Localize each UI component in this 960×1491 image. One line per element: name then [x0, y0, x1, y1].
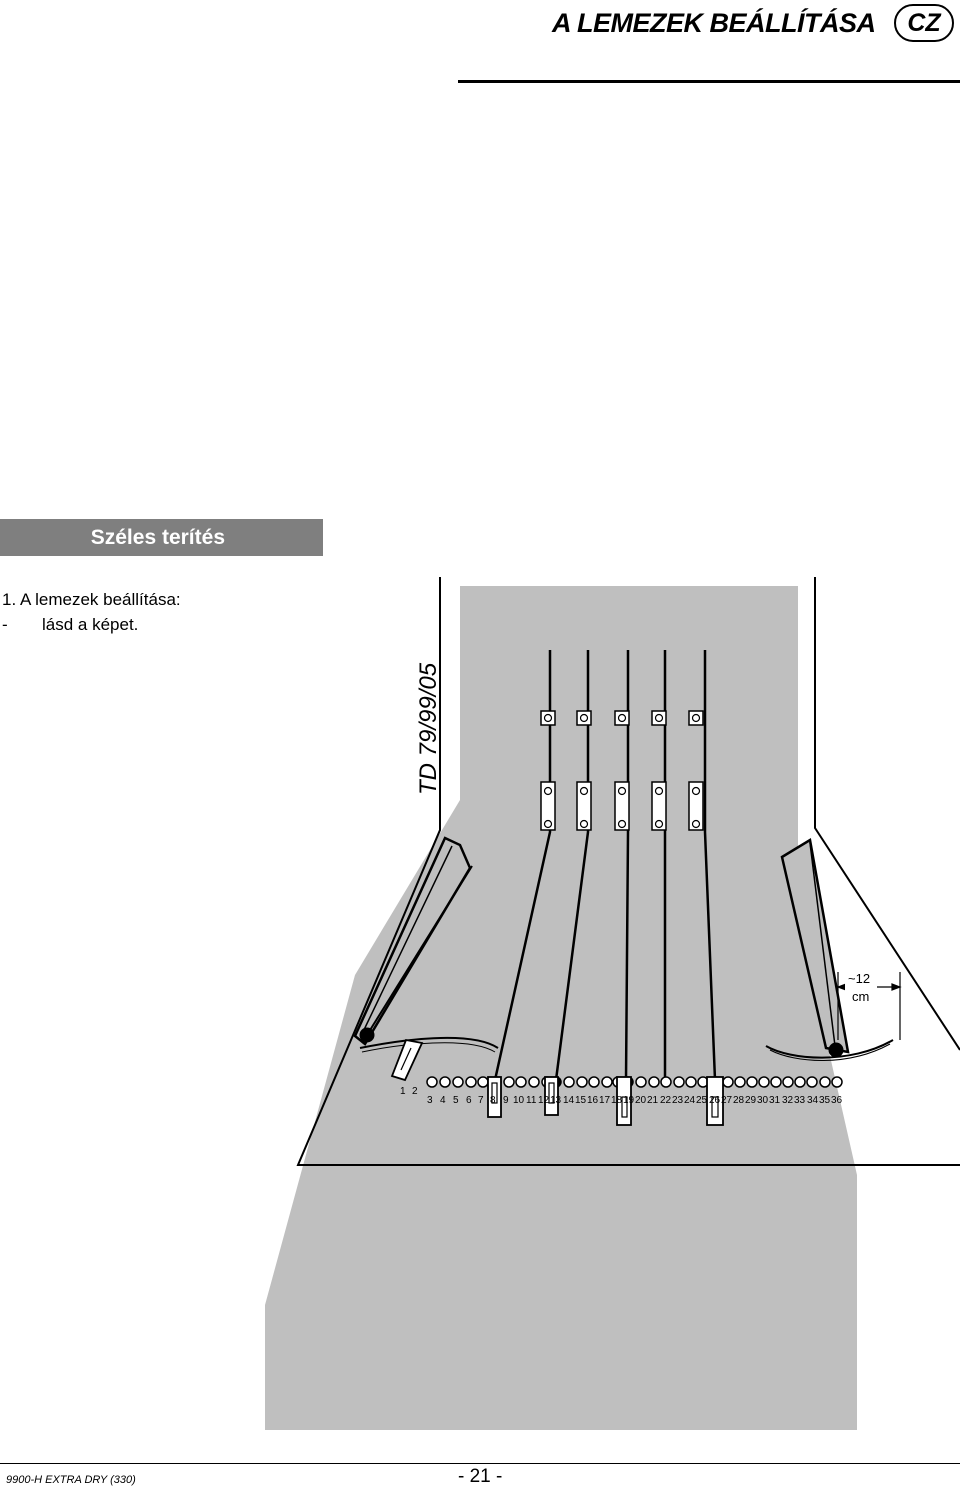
- blade-clamp-slots: [491, 1082, 719, 1118]
- hole-number-9: 9: [503, 1095, 509, 1106]
- hole-number-30: 30: [757, 1095, 769, 1106]
- hole-number-33: 33: [794, 1095, 806, 1106]
- hole-number-2: 2: [412, 1086, 418, 1097]
- language-badge: CZ: [894, 4, 954, 42]
- hole-number-18: 18: [611, 1095, 623, 1106]
- blade-clamps: [487, 1076, 724, 1126]
- page-number: - 21 -: [458, 1466, 503, 1487]
- hole-number-25: 25: [696, 1095, 708, 1106]
- hole-number-15: 15: [575, 1095, 587, 1106]
- hole-number-22: 22: [660, 1095, 672, 1106]
- hole-number-31: 31: [769, 1095, 781, 1106]
- step-1-text: A lemezek beállítása:: [19, 590, 181, 609]
- hole-number-13: 13: [550, 1095, 562, 1106]
- hole-number-32: 32: [782, 1095, 794, 1106]
- hole-number-14: 14: [563, 1095, 575, 1106]
- hole-number-17: 17: [599, 1095, 611, 1106]
- frame-outline: [296, 577, 960, 1166]
- lower-bracket-holes: [543, 786, 701, 829]
- spread-pattern: [265, 586, 857, 1430]
- model-label: TD 79/99/05: [415, 662, 442, 795]
- hole-number-5: 5: [453, 1095, 459, 1106]
- footer-doc-id: 9900-H EXTRA DRY (330): [6, 1474, 136, 1486]
- header-rule: [458, 80, 960, 83]
- hole-number-23: 23: [672, 1095, 684, 1106]
- hole-number-11: 11: [526, 1095, 537, 1106]
- step-1: 1. A lemezek beállítása:: [2, 590, 181, 610]
- step-1-sub-bullet: -: [2, 615, 8, 634]
- width-unit: cm: [852, 989, 869, 1004]
- step-1-sub: - lásd a képet.: [2, 615, 138, 635]
- hole-number-35: 35: [819, 1095, 831, 1106]
- hole-number-19: 19: [623, 1095, 635, 1106]
- section-heading: Széles terítés: [0, 519, 323, 556]
- width-value: ~12: [848, 971, 870, 986]
- hole-number-10: 10: [513, 1095, 525, 1106]
- hole-number-6: 6: [466, 1095, 472, 1106]
- hole-number-36: 36: [831, 1095, 843, 1106]
- hole-number-20: 20: [635, 1095, 647, 1106]
- footer-rule: [0, 1463, 960, 1464]
- hole-number-labels: 1 2 3 4 5 6 7 8 9 10 11 12 13 14 15 16 1…: [400, 1086, 843, 1106]
- hole-number-7: 7: [478, 1095, 484, 1106]
- hole-number-8: 8: [490, 1095, 496, 1106]
- left-deflector: [353, 836, 499, 1082]
- hole-number-28: 28: [733, 1095, 745, 1106]
- hole-number-21: 21: [647, 1095, 659, 1106]
- page-title: A LEMEZEK BEÁLLÍTÁSA: [552, 8, 876, 38]
- hole-number-16: 16: [587, 1095, 599, 1106]
- hole-number-29: 29: [745, 1095, 757, 1106]
- right-deflector: [765, 837, 894, 1061]
- hole-number-4: 4: [440, 1095, 446, 1106]
- hole-row: [426, 1076, 843, 1088]
- step-1-number: 1.: [2, 590, 17, 609]
- hole-number-26: 26: [709, 1095, 721, 1106]
- step-1-sub-text: lásd a képet.: [42, 615, 139, 634]
- hole-number-27: 27: [721, 1095, 733, 1106]
- hole-number-3: 3: [427, 1095, 433, 1106]
- lower-brackets: [540, 781, 704, 831]
- frame-outline-right: [814, 577, 960, 1051]
- hole-number-34: 34: [807, 1095, 819, 1106]
- hole-number-24: 24: [684, 1095, 696, 1106]
- hole-number-1: 1: [400, 1086, 406, 1097]
- hole-number-12: 12: [538, 1095, 550, 1106]
- upper-bracket-holes: [543, 713, 701, 723]
